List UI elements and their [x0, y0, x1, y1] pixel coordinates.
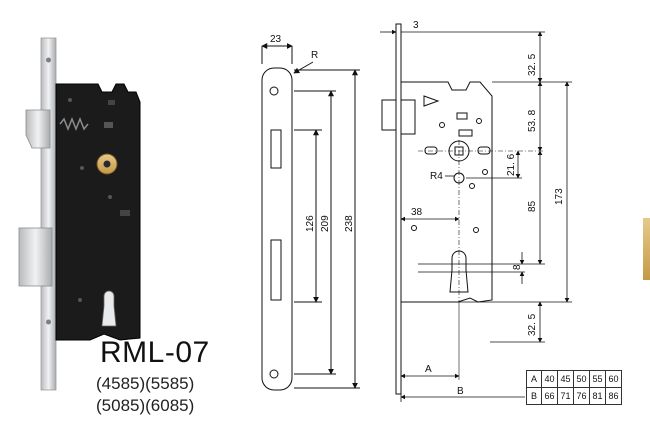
spindle-hole [103, 160, 111, 168]
side-view [261, 43, 360, 391]
dim-209: 209 [320, 215, 331, 232]
dim-173: 173 [554, 188, 565, 205]
dim-radius: R [311, 50, 318, 61]
accent-edge [643, 218, 650, 280]
size-table-cell: 81 [589, 387, 606, 405]
latch-spring [59, 116, 89, 132]
side-latch-slot [270, 129, 282, 169]
dim-line [293, 61, 314, 74]
front-latch-body [400, 99, 416, 135]
front-hole [482, 169, 488, 175]
front-view [380, 23, 572, 402]
dim-r4: R4 [430, 171, 443, 182]
dead-bolt [18, 227, 53, 287]
size-table-cell: 76 [573, 387, 590, 405]
size-table-cell: 55 [589, 370, 606, 388]
case-slot [108, 100, 115, 105]
lock-case [55, 83, 141, 341]
dim-top-32-5: 32. 5 [527, 53, 538, 76]
size-table-label: A [526, 370, 542, 388]
model-name: RML-07 [100, 336, 210, 369]
front-hole [473, 227, 479, 233]
latch-bolt [25, 109, 51, 149]
front-latch [381, 99, 397, 131]
case-slot [104, 122, 113, 128]
faceplate-screw-top [46, 57, 51, 63]
dim-faceplate-width: 23 [270, 34, 282, 45]
cylinder-cutout [101, 290, 117, 327]
size-table-cell: 71 [557, 387, 574, 405]
front-cylinder-cutout [449, 250, 469, 293]
dim-85: 85 [527, 200, 538, 212]
dim-21-6: 21. 6 [506, 153, 517, 176]
size-table-cell: 86 [605, 387, 622, 405]
size-table-row-a: A 40 45 50 55 60 [526, 370, 622, 388]
dim-offset-3: 3 [413, 20, 419, 31]
side-faceplate-outline [261, 67, 293, 391]
front-slot [458, 129, 473, 137]
dim-bottom-32-5: 32. 5 [527, 313, 538, 336]
front-hole [469, 183, 475, 189]
side-screw-bottom [269, 369, 279, 379]
model-variants-line-1: (4585)(5585) [96, 374, 195, 393]
size-table-cell: 40 [541, 370, 558, 388]
front-triangle [423, 95, 440, 107]
front-hole [476, 118, 482, 124]
dim-label-b: B [457, 386, 464, 397]
size-table-row-b: B 66 71 76 81 86 [526, 387, 622, 405]
size-table-cell: 60 [605, 370, 622, 388]
faceplate-screw-bottom [46, 319, 51, 325]
size-table-cell: 66 [541, 387, 558, 405]
size-table-cell: 45 [557, 370, 574, 388]
case-rivet [68, 98, 72, 102]
side-bolt-slot [270, 239, 282, 301]
front-faceplate [395, 23, 402, 395]
case-slot [120, 210, 130, 216]
dim-238: 238 [344, 215, 355, 232]
case-rivet [108, 195, 112, 199]
dim-126: 126 [305, 215, 316, 232]
size-table-label: B [526, 387, 542, 405]
front-slot [477, 146, 491, 155]
faceplate [40, 37, 57, 391]
front-case-outline [401, 81, 493, 303]
dim-label-a: A [425, 364, 432, 375]
dim-53-8: 53. 8 [527, 109, 538, 132]
front-slot [456, 112, 468, 120]
model-variants-line-2: (5085)(6085) [96, 396, 195, 415]
side-screw-top [269, 86, 279, 96]
front-hole [439, 122, 445, 128]
size-table: A 40 45 50 55 60 B 66 71 76 81 86 [526, 370, 622, 405]
dim-8: 8 [512, 264, 523, 270]
dim-38: 38 [411, 207, 423, 218]
lock-photo [18, 37, 141, 391]
size-table-cell: 50 [573, 370, 590, 388]
front-hole [411, 225, 417, 231]
case-rivet [80, 166, 84, 170]
case-rivet [78, 298, 82, 302]
front-slot [424, 146, 438, 155]
